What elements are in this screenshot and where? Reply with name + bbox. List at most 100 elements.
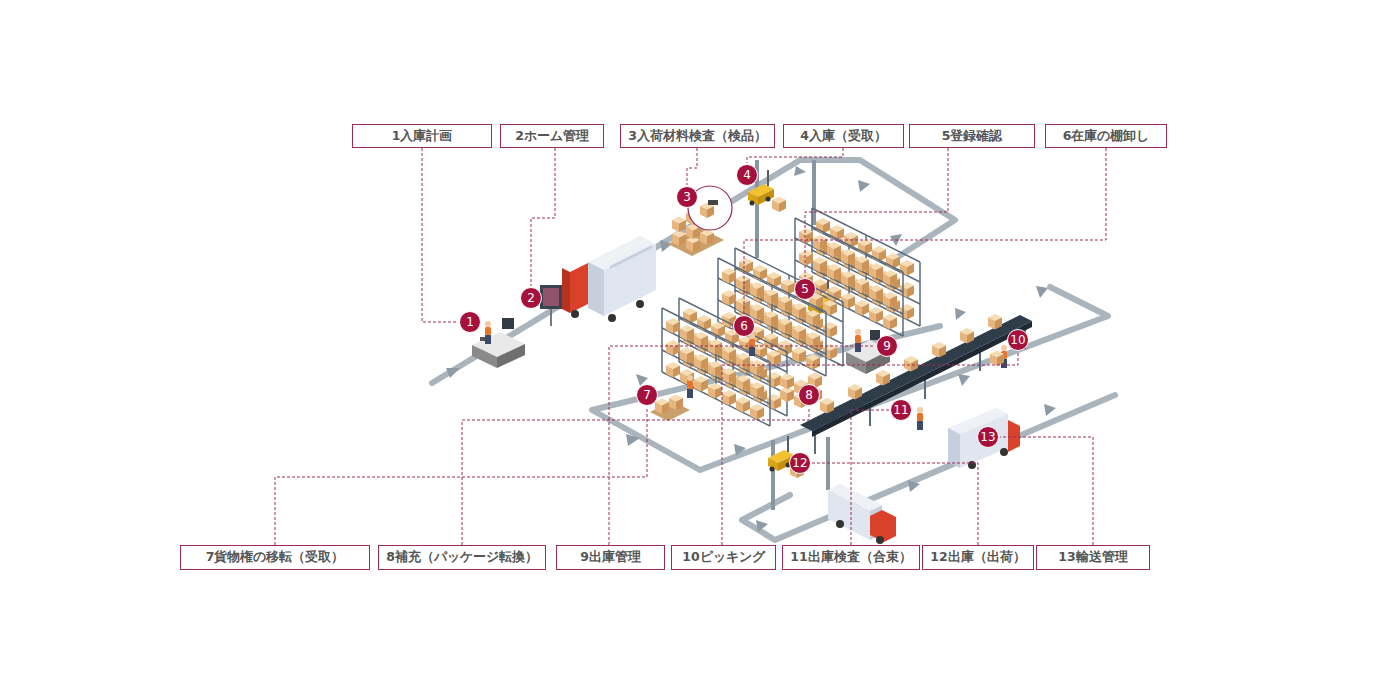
terminal-stand	[550, 309, 552, 326]
carton	[672, 231, 686, 247]
step-label-text: 6在庫の棚卸し	[1063, 130, 1150, 143]
carton	[988, 314, 1002, 330]
callout-text: 7	[643, 389, 651, 401]
step-label-box: 5登録確認	[909, 124, 1035, 148]
wheel	[608, 314, 616, 322]
flow-arrow	[734, 444, 746, 456]
step-label-box: 9出庫管理	[556, 545, 665, 570]
truck-cab-front	[562, 268, 570, 313]
callout-number: 5	[794, 278, 816, 300]
worker	[485, 321, 491, 344]
flow-arrow	[1044, 404, 1056, 416]
callout-number: 6	[733, 315, 755, 337]
desk-side	[497, 344, 525, 368]
flow-arrow	[858, 180, 870, 192]
flow-arrow	[794, 166, 806, 176]
carton	[655, 399, 669, 415]
carton	[672, 217, 686, 233]
callout-text: 3	[683, 191, 691, 203]
flow-arrow	[908, 480, 920, 492]
leader-line	[462, 407, 809, 545]
callout-number: 3	[676, 186, 698, 208]
monitor	[502, 318, 514, 329]
conveyor-leg	[924, 379, 926, 399]
flow-arrow	[1036, 286, 1048, 298]
terminal-screen	[540, 285, 562, 309]
leader-line	[275, 407, 647, 545]
truck	[562, 236, 656, 322]
flow-track	[432, 160, 1115, 540]
leader-line	[531, 148, 555, 286]
carton	[772, 197, 786, 213]
step-label-text: 5登録確認	[942, 130, 1003, 143]
callout-number: 7	[636, 384, 658, 406]
callout-text: 9	[883, 340, 891, 352]
trailer-end	[948, 428, 960, 468]
leader-line	[812, 463, 978, 545]
callout-number: 4	[736, 164, 758, 186]
leader-line	[422, 148, 458, 322]
truck-cab	[870, 510, 896, 542]
step-label-box: 3入荷材料検査（検品）	[620, 124, 775, 148]
step-label-box: 4入庫（受取）	[783, 124, 904, 148]
carton	[990, 351, 1004, 367]
callout-number: 11	[890, 399, 912, 421]
callout-text: 1	[466, 316, 474, 328]
trailer-side	[828, 490, 870, 540]
wheel	[636, 300, 644, 308]
wheel	[1000, 448, 1008, 456]
callout-number: 2	[520, 287, 542, 309]
inbound-track	[432, 160, 955, 383]
leader-line	[805, 148, 948, 277]
step-label-box: 10ピッキング	[671, 545, 776, 570]
step-label-text: 7貨物権の移転（受取）	[206, 551, 345, 564]
truck	[948, 408, 1020, 469]
callout-number: 13	[977, 426, 999, 448]
leader-line	[851, 410, 889, 545]
step-label-box: 8補充（パッケージ転換）	[378, 545, 546, 570]
carton	[876, 370, 890, 386]
step-label-box: 13輸送管理	[1036, 545, 1150, 570]
pallet-stack	[668, 186, 732, 256]
conveyor-leg	[979, 351, 981, 371]
carton	[848, 384, 862, 400]
callout-number: 10	[1007, 329, 1029, 351]
callout-text: 8	[805, 389, 813, 401]
step-label-text: 1入庫計画	[392, 130, 453, 143]
callout-text: 6	[740, 320, 748, 332]
conveyor-leg	[869, 406, 871, 426]
conveyor-leg	[814, 434, 816, 454]
callout-text: 5	[801, 283, 809, 295]
callout-text: 11	[893, 404, 908, 416]
step-label-box: 6在庫の棚卸し	[1045, 124, 1167, 148]
carton	[700, 230, 714, 246]
trailer-joint	[610, 245, 652, 269]
step-label-text: 3入荷材料検査（検品）	[628, 130, 767, 143]
trailer-end	[588, 262, 604, 316]
step-label-text: 9出庫管理	[580, 551, 641, 564]
storage-track	[592, 287, 1108, 470]
leader-line	[747, 148, 843, 163]
leader-line	[744, 148, 1106, 314]
callout-number: 1	[459, 311, 481, 333]
step-label-box: 11出庫検査（合束）	[782, 545, 920, 570]
leader-line	[1000, 437, 1093, 545]
leader-line	[722, 352, 1018, 545]
callout-text: 10	[1010, 334, 1025, 346]
leader-line	[609, 346, 875, 545]
wheel	[968, 461, 976, 469]
scanner	[708, 200, 718, 205]
worker	[855, 329, 861, 352]
leader-line	[687, 148, 697, 185]
callout-text: 12	[792, 457, 807, 469]
callout-number: 12	[789, 452, 811, 474]
callout-text: 4	[743, 169, 751, 181]
flow-arrow	[446, 368, 460, 378]
step-label-text: 8補充（パッケージ転換）	[386, 551, 538, 564]
worker	[687, 375, 693, 398]
truck	[828, 484, 896, 544]
